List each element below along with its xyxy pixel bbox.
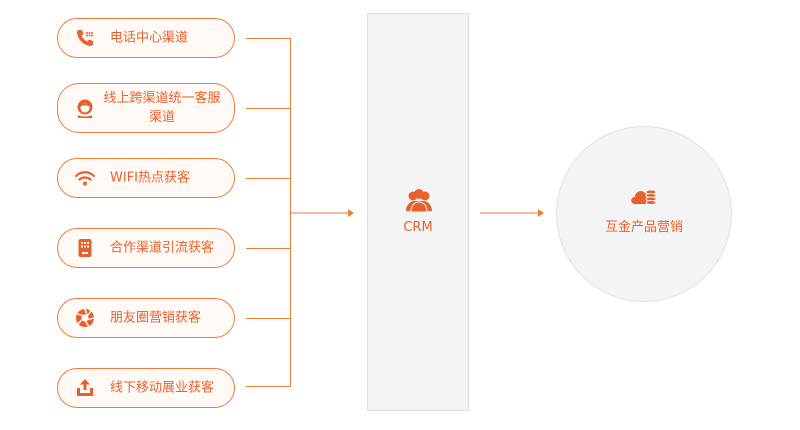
phone-icon — [74, 27, 96, 49]
channel-offline-mobile: 线下移动展业获客 — [57, 368, 235, 408]
connector-line — [246, 108, 291, 109]
arrow-to-crm — [290, 209, 354, 217]
channel-partner: 合作渠道引流获客 — [57, 228, 235, 268]
cloud-coins-icon — [629, 184, 659, 210]
channel-phone-center: 电话中心渠道 — [57, 18, 235, 58]
connector-line — [246, 318, 291, 319]
connector-line — [246, 38, 291, 39]
upload-tray-icon — [74, 377, 96, 399]
channel-online-service: 线上跨渠道统一客服渠道 — [57, 83, 235, 133]
connector-line — [246, 386, 291, 387]
channel-label: WIFI热点获客 — [110, 170, 190, 186]
target-label: 互金产品营销 — [604, 220, 683, 235]
channel-wifi: WIFI热点获客 — [57, 158, 235, 198]
connector-line — [246, 178, 291, 179]
wifi-icon — [74, 167, 96, 189]
connector-line — [246, 248, 291, 249]
channel-label: 线上跨渠道统一客服渠道 — [103, 91, 221, 125]
people-icon — [404, 188, 434, 214]
channel-label: 合作渠道引流获客 — [110, 240, 215, 256]
aperture-icon — [74, 307, 96, 329]
target-circle — [556, 126, 732, 302]
channel-label: 线下移动展业获客 — [110, 380, 215, 396]
customer-service-icon — [74, 97, 96, 119]
channel-label: 电话中心渠道 — [110, 30, 189, 46]
channel-label: 朋友圈营销获客 — [110, 310, 202, 326]
partner-device-icon — [74, 237, 96, 259]
arrow-to-target — [480, 209, 544, 217]
crm-label: CRM — [403, 220, 433, 235]
channel-moments: 朋友圈营销获客 — [57, 298, 235, 338]
